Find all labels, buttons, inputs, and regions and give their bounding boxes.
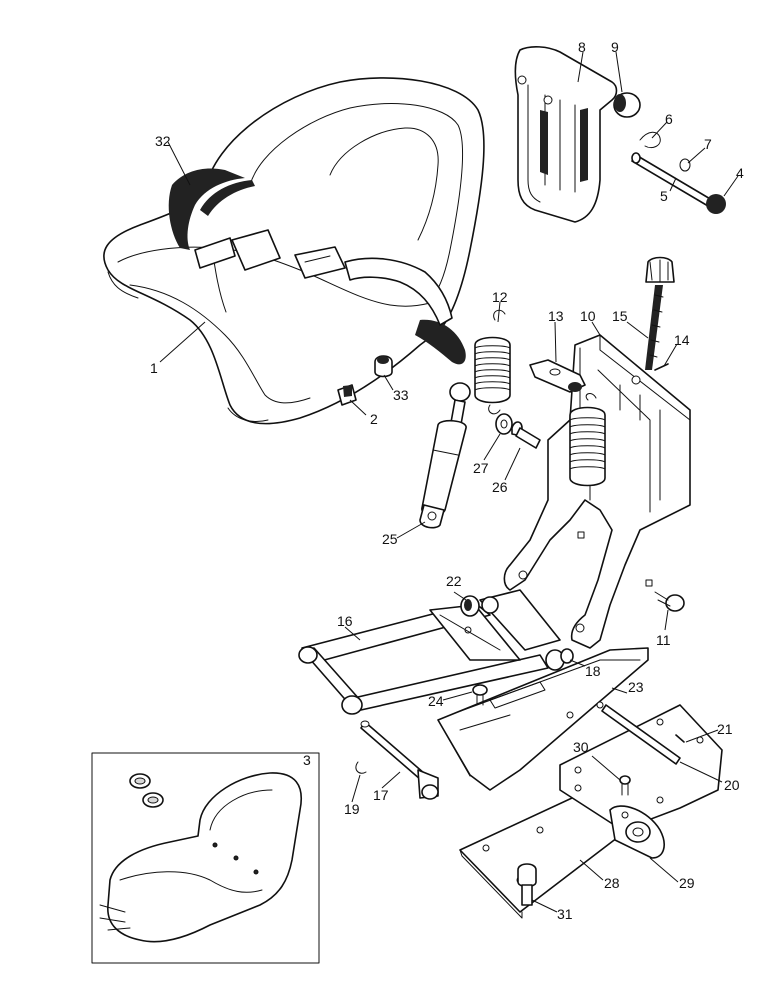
nut-33 (374, 355, 393, 378)
label-part-33: 33 (393, 387, 409, 403)
roller-18 (545, 648, 574, 671)
label-part-32: 32 (155, 133, 171, 149)
slide-rail-23 (437, 647, 649, 791)
bolt-26 (511, 421, 541, 449)
knob-9 (613, 92, 641, 118)
bolt-24 (472, 684, 488, 706)
label-part-27: 27 (473, 460, 489, 476)
label-part-19: 19 (344, 801, 360, 817)
label-part-29: 29 (679, 875, 695, 891)
label-part-21: 21 (717, 721, 733, 737)
label-part-16: 16 (337, 613, 353, 629)
rod-20 (601, 704, 681, 765)
label-part-10: 10 (580, 308, 596, 324)
label-part-15: 15 (612, 308, 628, 324)
label-part-26: 26 (492, 479, 508, 495)
label-part-30: 30 (573, 739, 589, 755)
clip-6 (639, 131, 661, 149)
bolt-31 (517, 863, 537, 906)
label-part-28: 28 (604, 875, 620, 891)
label-part-11: 11 (656, 632, 671, 648)
seat-back-bracket (514, 46, 618, 223)
label-part-8: 8 (578, 39, 586, 55)
label-part-20: 20 (724, 777, 740, 793)
bolt-11 (654, 591, 685, 612)
seat-cushion (103, 77, 485, 425)
rubber-block-2 (337, 384, 357, 406)
label-part-13: 13 (548, 308, 564, 324)
label-part-9: 9 (611, 39, 619, 55)
label-part-14: 14 (674, 332, 690, 348)
bracket-13 (529, 359, 586, 393)
pin-21 (675, 734, 685, 743)
label-part-4: 4 (736, 165, 744, 181)
mounting-bracket-29 (609, 805, 665, 859)
part-labels: 32 1 2 33 8 9 6 7 5 4 12 13 10 15 14 27 … (150, 39, 744, 922)
washer-7 (679, 158, 691, 172)
frame-spring (569, 393, 606, 487)
label-part-23: 23 (628, 679, 644, 695)
scissor-frame-16 (298, 589, 561, 715)
label-part-22: 22 (446, 573, 462, 589)
inset-seat-box (91, 752, 320, 964)
washer-27 (495, 413, 513, 435)
clip-19 (355, 761, 367, 774)
spring-12 (474, 309, 511, 415)
label-part-25: 25 (382, 531, 398, 547)
label-part-5: 5 (660, 188, 668, 204)
label-part-12: 12 (492, 289, 508, 305)
knob-4 (706, 194, 726, 214)
shock-absorber-25 (419, 382, 471, 529)
label-part-7: 7 (704, 136, 712, 152)
label-part-1: 1 (150, 360, 158, 376)
label-part-2: 2 (370, 411, 378, 427)
label-part-24: 24 (428, 693, 444, 709)
label-part-6: 6 (665, 111, 673, 127)
label-part-3: 3 (303, 752, 311, 768)
adjuster-screw-15 (645, 256, 675, 370)
seat-support-frame (503, 334, 691, 649)
lever-17 (360, 720, 439, 800)
pin-5 (631, 152, 713, 207)
label-part-18: 18 (585, 663, 601, 679)
roller-22 (460, 595, 480, 617)
leader-lines (159, 51, 739, 913)
spring-pin-14 (654, 363, 669, 371)
label-part-31: 31 (557, 906, 573, 922)
label-part-17: 17 (373, 787, 389, 803)
seat-belt (168, 168, 453, 326)
